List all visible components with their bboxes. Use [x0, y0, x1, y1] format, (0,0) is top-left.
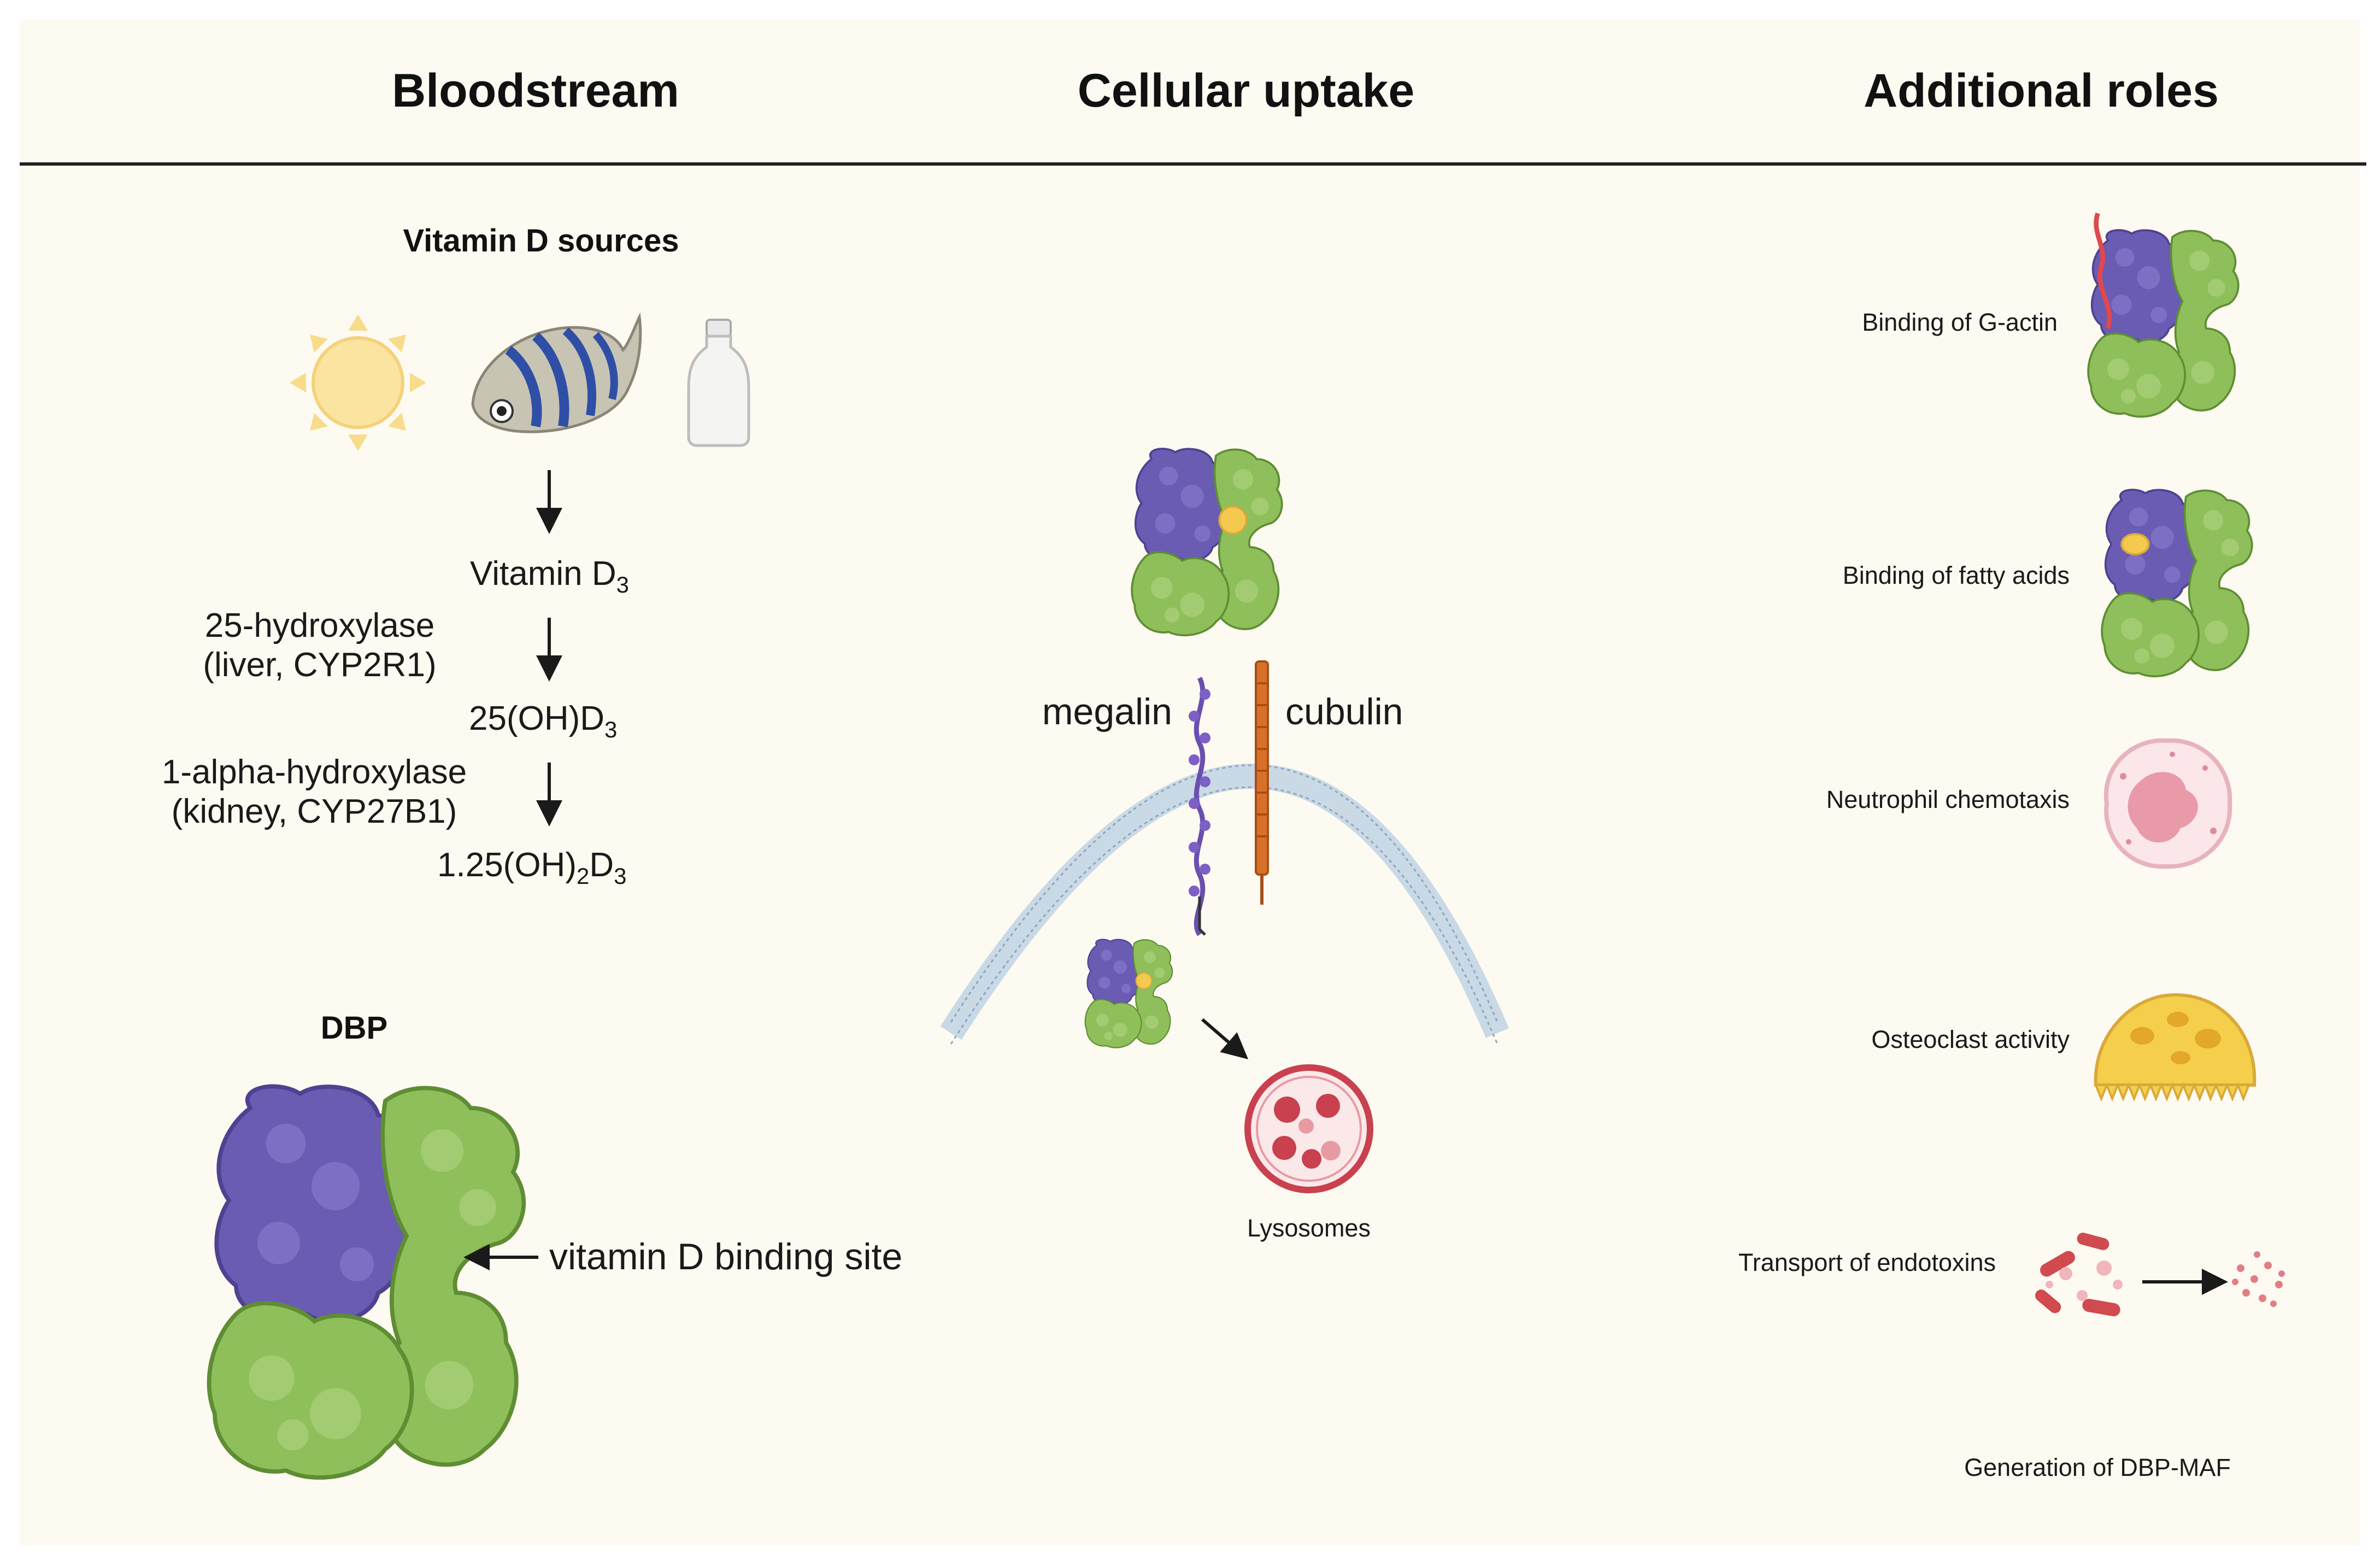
role-endotoxins-label: Transport of endotoxins: [1738, 1249, 1996, 1276]
lysosome-icon: [1244, 1064, 1373, 1193]
dbp-protein-bound: [1131, 448, 1283, 637]
cubulin-receptor: [1255, 660, 1269, 905]
role-fatty-acids-label: Binding of fatty acids: [1843, 561, 2070, 589]
role-neutrophil-label: Neutrophil chemotaxis: [1826, 786, 2070, 813]
vitamin-d-sources-title: Vitamin D sources: [403, 223, 679, 259]
enzyme-25-hydroxylase: 25-hydroxylase: [205, 607, 434, 644]
enzyme-1-alpha-hydroxylase: 1-alpha-hydroxylase: [162, 753, 467, 791]
fish-icon: [471, 312, 642, 433]
dbp-g-actin-icon: [2087, 212, 2240, 418]
neutrophil-icon: [2103, 738, 2232, 869]
dbp-fatty-acid-icon: [2101, 489, 2253, 678]
cell-membrane: [940, 764, 1509, 1045]
dbp-title: DBP: [321, 1010, 387, 1046]
sun-icon: [290, 314, 426, 451]
25ohd3-label: 25(OH)D3: [469, 700, 617, 742]
enzyme-25-hydroxylase-location: (liver, CYP2R1): [203, 646, 436, 684]
megalin-receptor: [1189, 676, 1210, 936]
header-bloodstream: Bloodstream: [392, 65, 679, 117]
dbp-protein-internalized: [1084, 939, 1173, 1048]
binding-site-label: vitamin D binding site: [549, 1236, 902, 1277]
megalin-label: megalin: [1042, 691, 1172, 732]
role-dbp-maf-label: Generation of DBP-MAF: [1964, 1453, 2231, 1481]
cubulin-label: cubulin: [1285, 691, 1403, 732]
osteoclast-icon: [2094, 993, 2256, 1102]
role-osteoclast-label: Osteoclast activity: [1871, 1025, 2070, 1053]
milk-bottle-icon: [687, 319, 750, 447]
header-additional-roles: Additional roles: [1864, 65, 2219, 117]
role-g-actin-label: Binding of G-actin: [1862, 308, 2058, 336]
endotoxin-icon: [2035, 1233, 2285, 1316]
lysosomes-label: Lysosomes: [1247, 1214, 1371, 1242]
header-cellular-uptake: Cellular uptake: [1078, 65, 1415, 117]
vitamin-d3-label: Vitamin D3: [470, 555, 629, 597]
enzyme-1-alpha-hydroxylase-location: (kidney, CYP27B1): [172, 793, 457, 830]
125oh2d3-label: 1.25(OH)2D3: [437, 846, 626, 889]
arrow-to-lysosome: [1201, 1018, 1249, 1059]
